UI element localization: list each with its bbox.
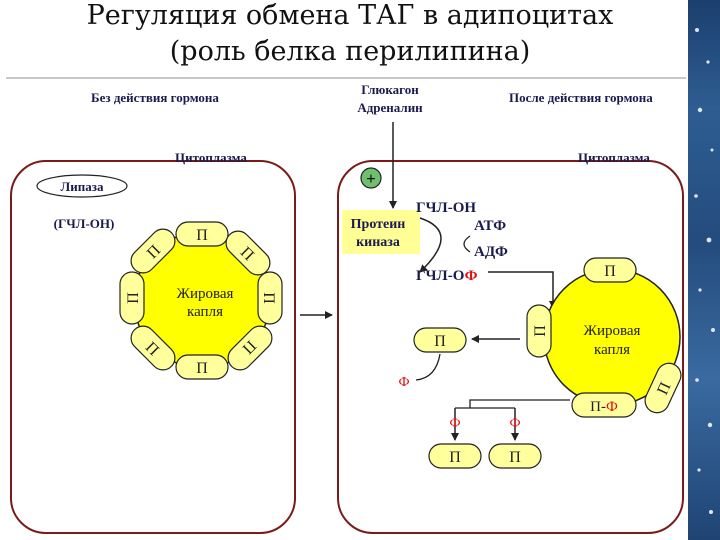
phosphorylated-perilipin-label: П-Ф xyxy=(590,399,618,415)
enzyme-input-label: ГЧЛ-ОН xyxy=(416,200,476,216)
activation-plus-label: + xyxy=(366,169,376,188)
perilipin-right xyxy=(257,271,283,325)
perilipin-left-label: П xyxy=(125,292,142,304)
kinase-label-1: Протеин xyxy=(351,217,406,232)
right-perilipin-left xyxy=(526,304,552,358)
phosphorylated-perilipin-base: П- xyxy=(590,399,606,415)
perilipin-release-bracket xyxy=(469,399,570,408)
perilipin-bottom-label: П xyxy=(196,360,208,377)
frost-border-decoration xyxy=(688,0,720,540)
left-enzyme-label: (ГЧЛ-ОН) xyxy=(54,216,115,231)
enzyme-output-base: ГЧЛ-О xyxy=(416,268,465,284)
perilipin-top xyxy=(175,221,229,247)
right-perilipin-left-label: П xyxy=(532,325,549,337)
perilipin-bottom-right xyxy=(227,325,273,371)
phosphorylated-perilipin-phosphate: Ф xyxy=(606,399,618,415)
title-divider xyxy=(6,77,686,79)
released-perilipin-left-phosphate: Ф xyxy=(449,416,460,431)
detached-perilipin-label: П xyxy=(434,333,446,350)
perilipin-top-right xyxy=(225,230,271,276)
released-perilipin-right-phosphate: Ф xyxy=(509,416,520,431)
right-droplet-label-2: капля xyxy=(594,342,630,358)
hormone-adrenaline-label: Адреналин xyxy=(357,100,423,115)
detached-perilipin xyxy=(413,327,467,353)
left-cytoplasm-label: Цитоплазма xyxy=(175,150,247,165)
released-perilipin-right-label: П xyxy=(509,449,521,466)
heading-after-hormone: После действия гормона xyxy=(509,90,653,105)
heading-no-hormone: Без действия гормона xyxy=(91,90,219,105)
enzyme-to-droplet-arrow xyxy=(488,271,557,309)
perilipin-bottom-left xyxy=(130,325,176,371)
perilipin-top-label: П xyxy=(196,227,208,244)
left-perilipin-ring: П П П П П П П П xyxy=(119,221,283,380)
atp-label: АТФ xyxy=(474,218,506,234)
phosphate-release-curve xyxy=(415,353,441,381)
left-droplet-label-2: капля xyxy=(187,304,223,320)
released-perilipin-left xyxy=(428,443,482,469)
perilipin-right-label: П xyxy=(260,292,277,304)
adp-label: АДФ xyxy=(474,244,508,260)
perilipin-top-left xyxy=(130,228,176,274)
right-perilipin-bottom-right xyxy=(644,362,682,414)
right-cytoplasm-label: Цитоплазма xyxy=(578,150,650,165)
enzyme-output-label: ГЧЛ-ОФ xyxy=(416,268,478,284)
right-perilipin-top xyxy=(583,257,637,283)
phosphorylated-perilipin xyxy=(571,392,637,418)
released-phosphate: Ф xyxy=(398,375,409,390)
left-droplet-label-1: Жировая xyxy=(177,286,234,302)
atp-adp-arrow xyxy=(463,235,471,253)
perilipin-left xyxy=(119,271,145,325)
title-line-1: Регуляция обмена ТАГ в адипоцитах xyxy=(86,0,614,31)
activation-plus-icon xyxy=(360,167,382,189)
perilipin-bottom xyxy=(175,354,229,380)
right-perilipin-top-label: П xyxy=(604,263,616,280)
right-droplet-label-1: Жировая xyxy=(584,323,641,339)
enzyme-phosphorylation-arrow xyxy=(419,217,442,273)
released-perilipin-right xyxy=(488,443,542,469)
hormone-glucagon-label: Глюкагон xyxy=(361,82,419,97)
released-perilipin-left-label: П xyxy=(449,449,461,466)
lipase-label: Липаза xyxy=(61,179,104,194)
frost-speckles xyxy=(694,28,715,514)
enzyme-output-phosphate: Ф xyxy=(465,268,478,284)
protein-kinase-box xyxy=(342,210,420,254)
title-line-2: (роль белка перилипина) xyxy=(169,36,531,67)
kinase-label-2: киназа xyxy=(356,235,400,250)
lipase-oval xyxy=(36,174,128,198)
